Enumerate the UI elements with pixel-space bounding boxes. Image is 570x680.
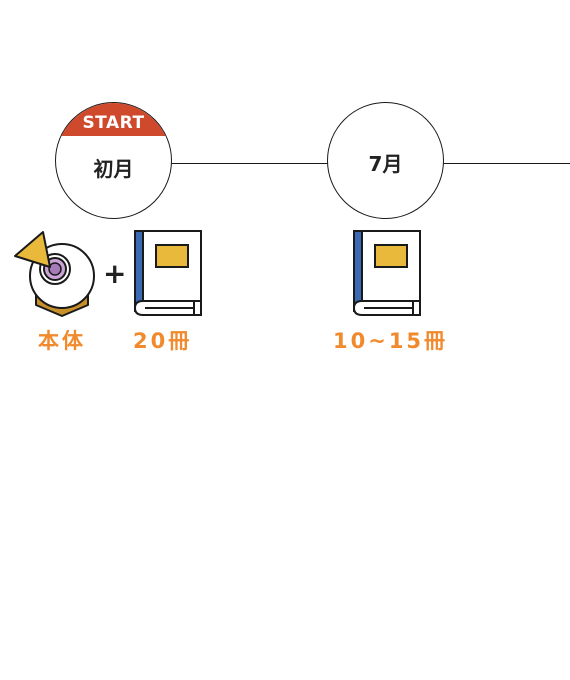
milestone-label-july: 7月 — [368, 152, 403, 176]
milestone-first-month: START 初月 — [55, 102, 172, 219]
start-badge: START — [56, 103, 171, 136]
device-caption: 本体 — [38, 329, 86, 353]
books-first-caption: 20冊 — [133, 329, 193, 353]
robot-device-icon — [14, 231, 95, 317]
book-icon — [352, 230, 421, 316]
book-icon — [133, 230, 202, 316]
plus-sign: + — [103, 257, 127, 290]
milestone-label-first-month: 初月 — [93, 157, 134, 181]
books-july-caption: 10~15冊 — [333, 329, 449, 353]
milestone-july: 7月 — [327, 102, 444, 219]
